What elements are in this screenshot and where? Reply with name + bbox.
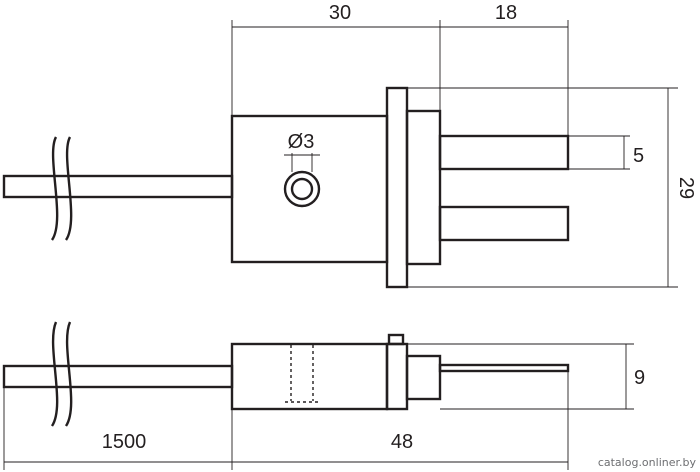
hole-diameter-label: Ø3 bbox=[288, 131, 315, 153]
dim-label-5: 5 bbox=[633, 145, 644, 167]
dim-label-29: 29 bbox=[675, 177, 697, 199]
hole-inner bbox=[290, 177, 314, 201]
top-cable bbox=[2, 174, 234, 199]
top-pin-lower bbox=[438, 205, 570, 242]
dim-label-30: 30 bbox=[329, 2, 351, 24]
side-cable bbox=[2, 364, 234, 389]
top-view: Ø3 bbox=[2, 86, 570, 289]
total-height-dimension: 29 bbox=[407, 87, 697, 288]
top-cable-break-symbol bbox=[50, 136, 59, 241]
dim-label-9: 9 bbox=[634, 367, 645, 389]
side-connector-body bbox=[230, 342, 389, 411]
top-flange bbox=[385, 86, 409, 289]
side-cable-break-symbol bbox=[50, 321, 59, 427]
top-width-dimensions: 30 18 bbox=[231, 2, 569, 136]
pin-width-dimension: 5 bbox=[568, 135, 644, 170]
dim-label-1500: 1500 bbox=[102, 431, 147, 453]
top-pin-upper bbox=[438, 134, 570, 171]
bottom-length-dimensions: 1500 48 bbox=[3, 371, 569, 470]
side-height-dimension: 9 bbox=[407, 343, 645, 410]
top-cable-break-symbol-2 bbox=[64, 136, 73, 241]
side-collar bbox=[405, 354, 442, 401]
watermark: catalog.onliner.by bbox=[598, 456, 697, 469]
side-cable-break-symbol-2 bbox=[64, 321, 73, 427]
side-view bbox=[2, 321, 570, 427]
top-collar bbox=[405, 109, 442, 266]
side-flange bbox=[385, 342, 409, 411]
side-flange-tab bbox=[387, 333, 405, 346]
dim-label-18: 18 bbox=[495, 2, 517, 24]
hole-outer bbox=[283, 170, 321, 208]
side-pin bbox=[438, 363, 570, 373]
dim-label-48: 48 bbox=[391, 431, 413, 453]
